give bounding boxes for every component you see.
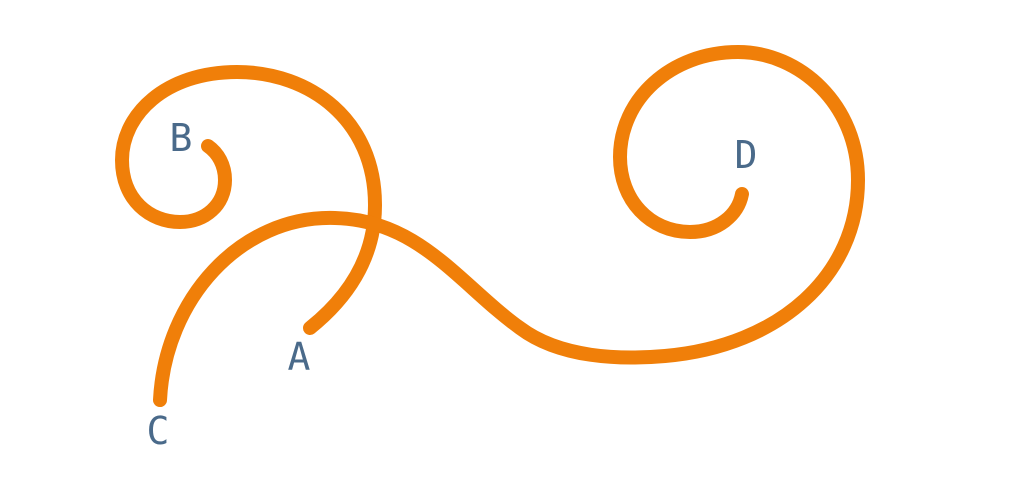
label-b: B	[170, 116, 193, 160]
curve-c-to-d	[153, 45, 865, 407]
curve-a-to-b	[115, 65, 382, 335]
label-a: A	[288, 335, 311, 379]
label-d: D	[735, 133, 758, 177]
label-c: C	[147, 409, 170, 453]
